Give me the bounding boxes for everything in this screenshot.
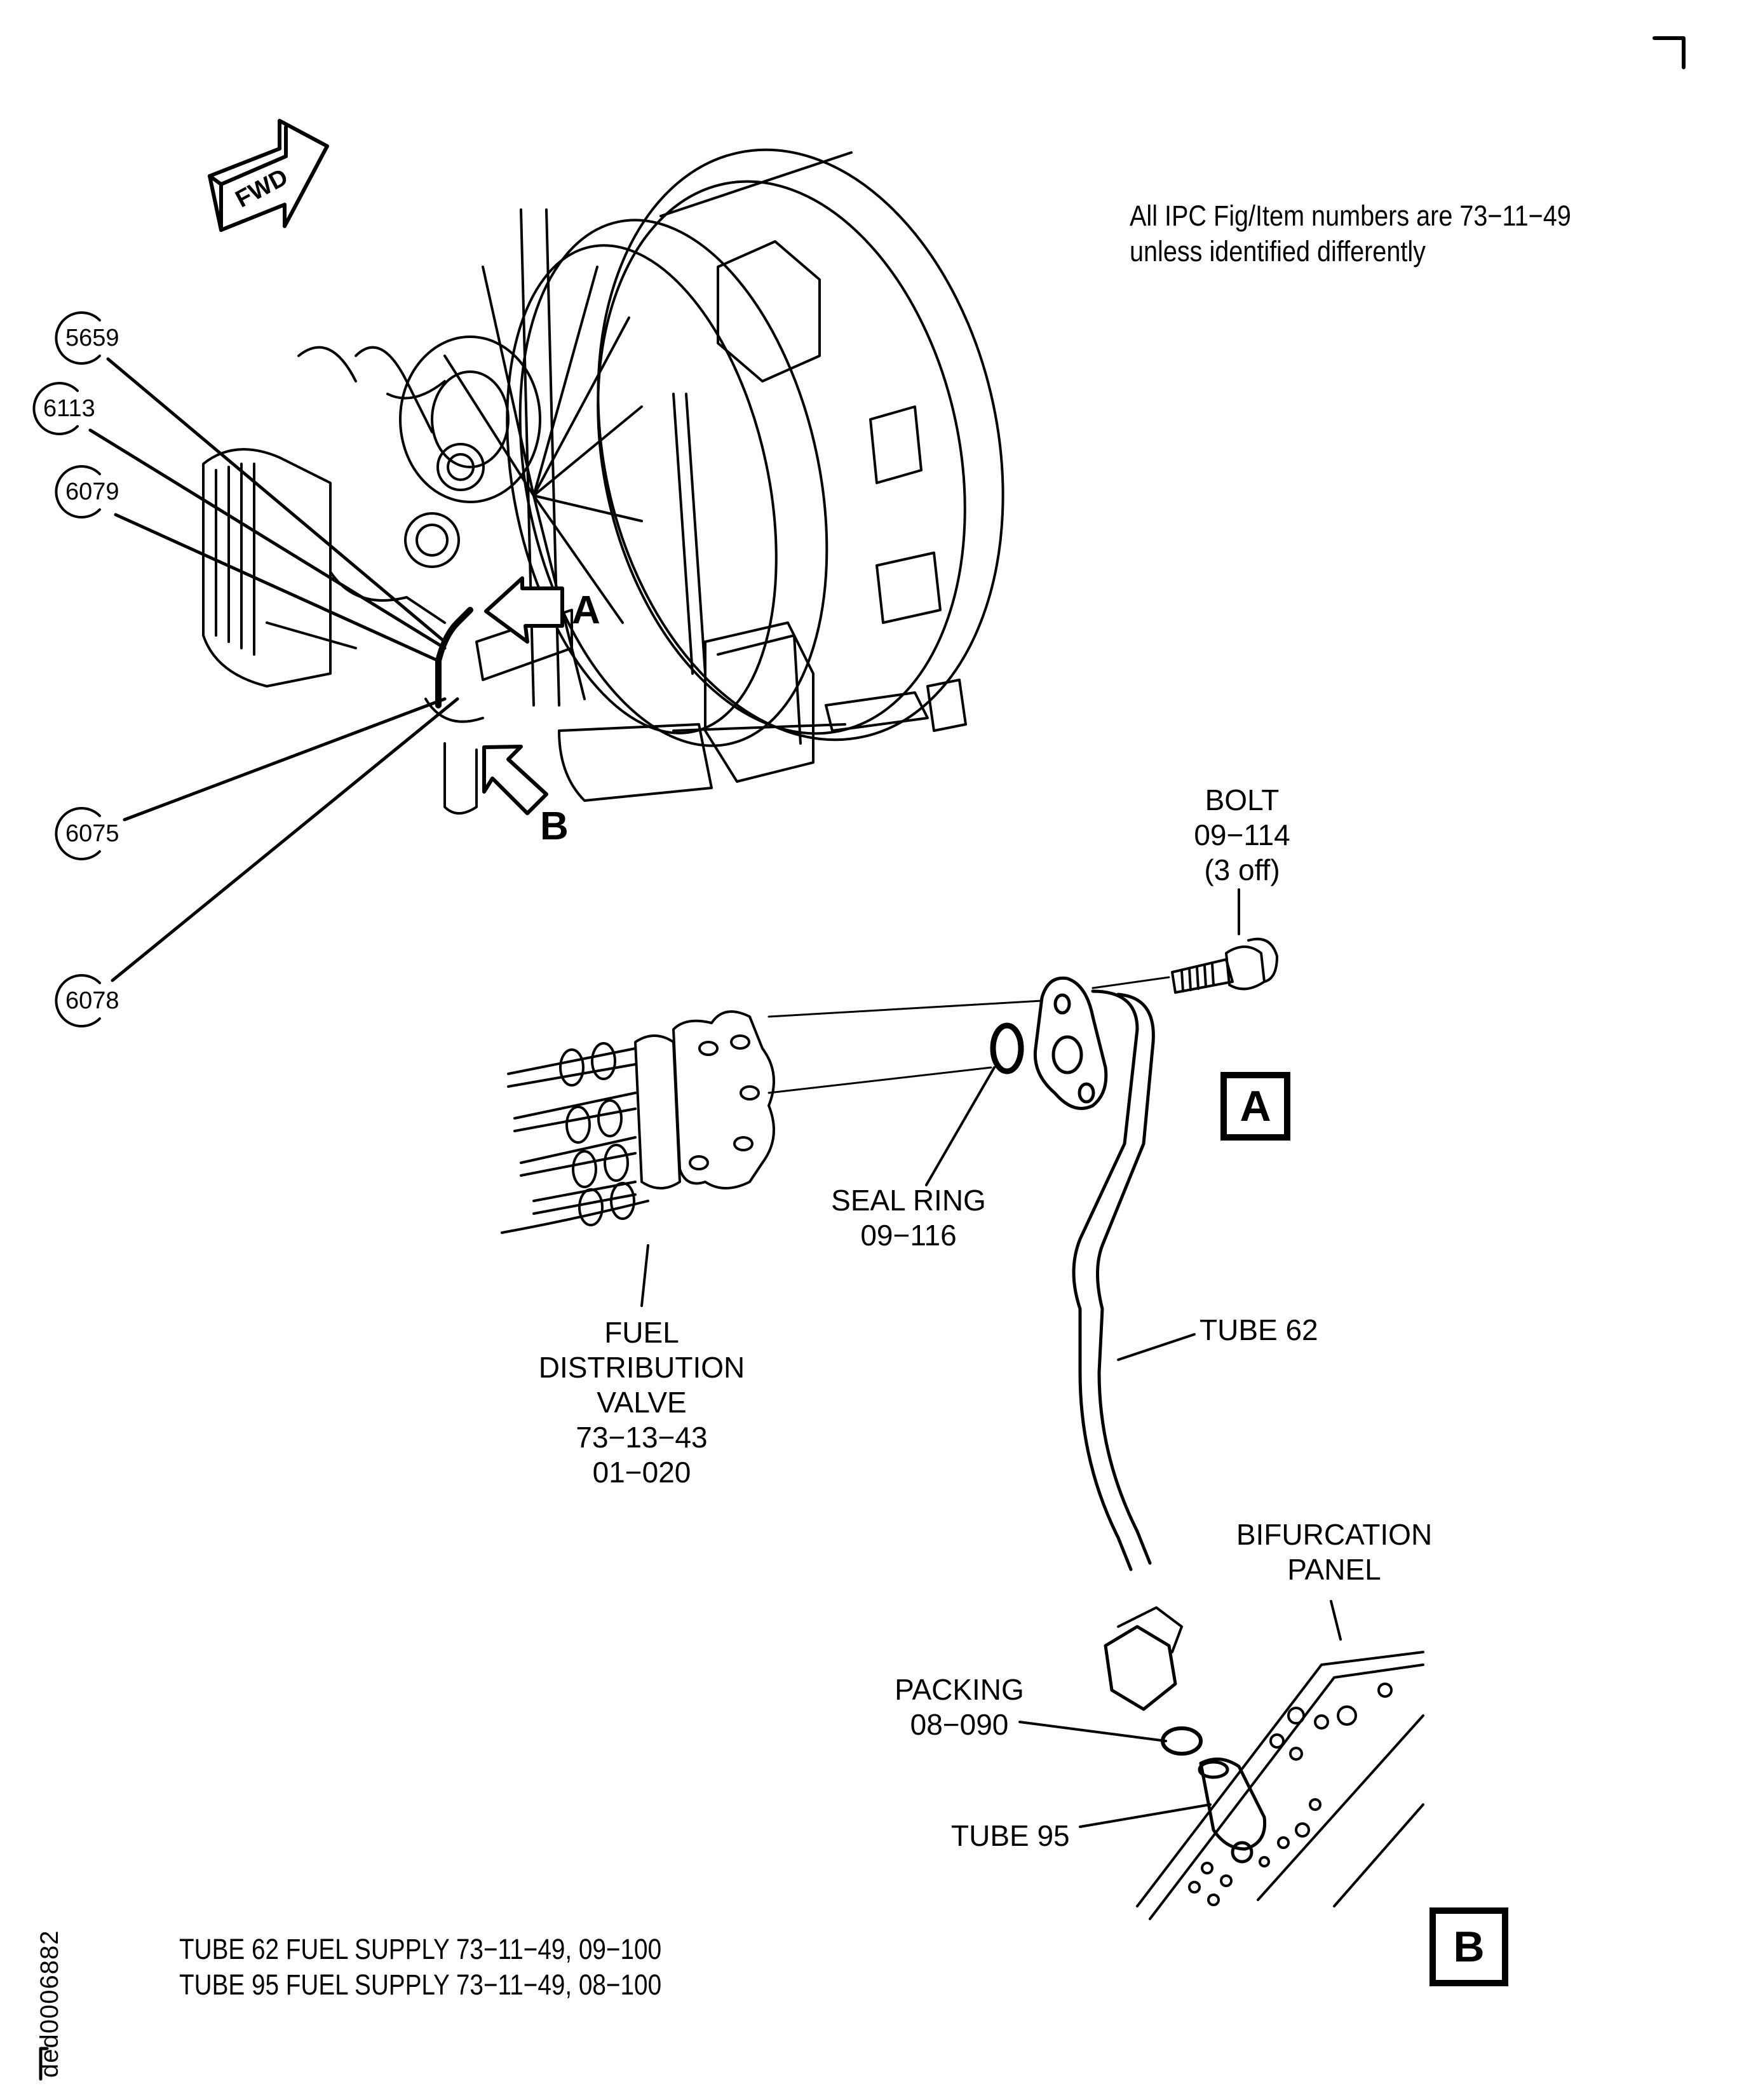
tube-nut (1104, 1625, 1177, 1711)
engine-illustration (202, 148, 1004, 815)
label-fuel-valve-line-5: 01−020 (592, 1456, 691, 1489)
callout-6113: 6113 (43, 395, 95, 422)
view-arrow-b-label: B (540, 804, 569, 848)
label-bolt-qty: (3 off) (1204, 853, 1280, 886)
seal-ring-part (990, 1022, 1024, 1074)
callout-circles (32, 311, 101, 1027)
detail-b (1018, 1600, 1424, 1920)
label-fuel-valve-line-3: VALVE (597, 1386, 687, 1419)
view-arrow-a-label: A (572, 588, 600, 632)
document-id: ded0006882 (36, 1930, 64, 2078)
view-box-a-letter: A (1240, 1082, 1271, 1130)
callout-5659: 5659 (65, 325, 119, 351)
footer-line-1: TUBE 62 FUEL SUPPLY 73−11−49, 09−100 (179, 1933, 662, 1965)
ipc-note-line-1: All IPC Fig/Item numbers are 73−11−49 (1130, 200, 1571, 232)
label-packing: PACKING 08−090 (883, 1672, 1036, 1742)
leader-tube-95 (1079, 1803, 1212, 1828)
corner-mark-top-right (1653, 36, 1686, 69)
tube-62-part (1072, 989, 1155, 1571)
tube-95-part (1198, 1758, 1267, 1864)
fuel-distribution-valve (501, 1010, 775, 1234)
ipc-note: All IPC Fig/Item numbers are 73−11−49 un… (1130, 198, 1571, 269)
view-arrow-b (482, 745, 548, 815)
label-tube-95: TUBE 95 (951, 1819, 1070, 1853)
label-bifurcation-line-2: PANEL (1287, 1553, 1381, 1586)
label-bolt: BOLT 09−114 (3 off) (1169, 783, 1315, 888)
axis-line-bolt (1092, 976, 1170, 989)
label-bolt-number: 09−114 (1194, 818, 1290, 851)
label-seal-ring: SEAL RING 09−116 (813, 1183, 1004, 1253)
ipc-note-line-2: unless identified differently (1130, 235, 1426, 268)
bolt-part (1171, 937, 1278, 994)
leader-seal-ring (925, 1066, 996, 1186)
tube-flange (1033, 976, 1108, 1110)
label-tube-95-name: TUBE 95 (951, 1819, 1070, 1852)
callout-6078: 6078 (65, 987, 119, 1014)
label-packing-number: 08−090 (910, 1708, 1009, 1741)
label-tube-62: TUBE 62 (1200, 1313, 1318, 1348)
packing-part (1161, 1726, 1203, 1756)
label-fuel-valve-line-1: FUEL (604, 1316, 679, 1349)
view-box-b: B (1429, 1907, 1508, 1986)
callout-6075: 6075 (65, 820, 119, 847)
label-fuel-valve-line-4: 73−13−43 (576, 1421, 708, 1454)
callout-leaders (88, 357, 459, 982)
callout-6079: 6079 (65, 478, 119, 505)
label-fuel-distribution-valve: FUEL DISTRIBUTION VALVE 73−13−43 01−020 (521, 1315, 762, 1490)
detail-a (501, 888, 1278, 1571)
label-bifurcation-line-1: BIFURCATION (1236, 1518, 1433, 1551)
label-seal-ring-number: 09−116 (860, 1219, 957, 1252)
axis-line-lower (767, 1066, 992, 1094)
leader-packing (1018, 1721, 1167, 1742)
leader-bifurcation (1330, 1600, 1342, 1641)
footer-line-2: TUBE 95 FUEL SUPPLY 73−11−49, 08−100 (179, 1968, 662, 2001)
label-fuel-valve-line-2: DISTRIBUTION (538, 1351, 745, 1384)
label-bifurcation-panel: BIFURCATION PANEL (1207, 1517, 1461, 1587)
axis-line-upper (767, 999, 1043, 1018)
fwd-arrow-icon (208, 119, 329, 232)
corner-mark-bottom-left (39, 2047, 49, 2081)
label-packing-name: PACKING (895, 1673, 1024, 1706)
view-box-a: A (1220, 1072, 1290, 1141)
label-bolt-name: BOLT (1205, 783, 1280, 816)
label-tube-62-name: TUBE 62 (1200, 1313, 1318, 1346)
leader-fuel-valve (640, 1244, 649, 1307)
view-box-b-letter: B (1453, 1923, 1485, 1971)
leader-tube-62 (1117, 1333, 1196, 1361)
footer-references: TUBE 62 FUEL SUPPLY 73−11−49, 09−100 TUB… (179, 1932, 661, 2003)
bifurcation-panel (1136, 1651, 1424, 1920)
view-arrow-a (484, 576, 564, 644)
label-seal-ring-name: SEAL RING (831, 1184, 986, 1217)
